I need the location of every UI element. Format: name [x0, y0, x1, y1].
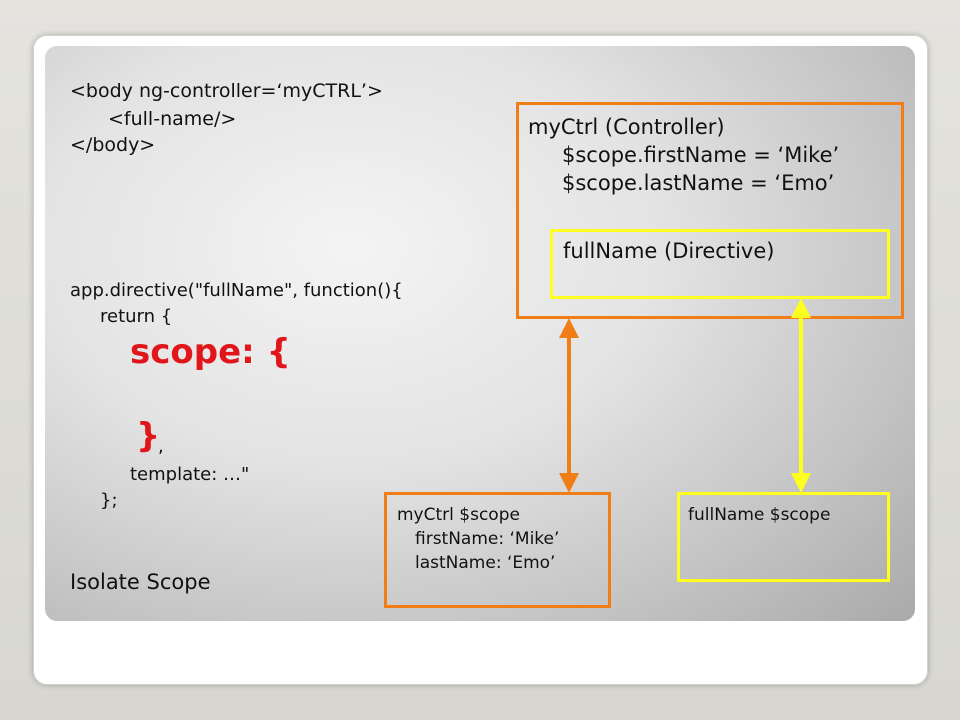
controller-title: myCtrl (Controller): [528, 115, 725, 139]
html-full-name-tag: <full-name/>: [108, 108, 237, 130]
controller-box: myCtrl (Controller) $scope.firstName = ‘…: [516, 102, 904, 319]
directive-box: fullName (Directive): [550, 229, 890, 299]
yellow-double-arrow: [791, 298, 811, 493]
directive-scope-title: fullName $scope: [688, 505, 831, 525]
controller-scope-box: myCtrl $scope firstName: ‘Mike’ lastName…: [384, 492, 611, 608]
orange-double-arrow: [559, 318, 579, 493]
directive-scope-box: fullName $scope: [677, 492, 890, 582]
code-closing-line: };: [100, 490, 118, 511]
code-directive-line: app.directive("fullName", function(){: [70, 280, 403, 301]
controller-scope-lastname: lastName: ‘Emo’: [415, 553, 556, 573]
directive-title: fullName (Directive): [563, 239, 775, 263]
code-scope-close: }: [136, 416, 161, 456]
code-comma: ,: [158, 436, 164, 457]
controller-firstname: $scope.firstName = ‘Mike’: [562, 143, 840, 167]
code-return-line: return {: [100, 306, 173, 327]
controller-scope-title: myCtrl $scope: [397, 505, 520, 525]
code-template-line: template: …": [130, 464, 250, 485]
controller-lastname: $scope.lastName = ‘Emo’: [562, 171, 835, 195]
html-body-open: <body ng-controller=‘myCTRL’>: [70, 80, 383, 102]
controller-scope-firstname: firstName: ‘Mike’: [415, 529, 560, 549]
slide-panel: [45, 46, 915, 621]
html-body-close: </body>: [70, 134, 156, 156]
code-scope-open: scope: {: [130, 332, 291, 372]
caption-isolate-scope: Isolate Scope: [70, 570, 211, 594]
